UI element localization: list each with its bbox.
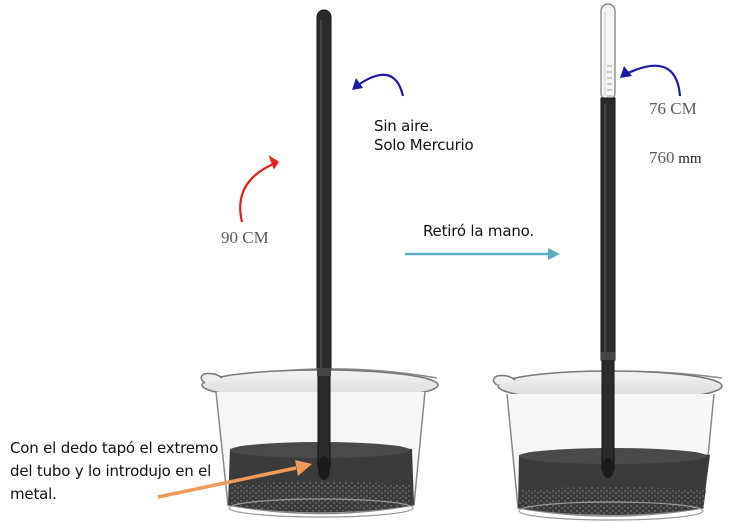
label-height-right-cm: 76 CM (649, 99, 697, 118)
blue-curved-arrow-right (620, 64, 682, 97)
mm-value: 760 (649, 148, 675, 167)
instruction-line3: metal. (10, 485, 57, 503)
instruction-line2: del tubo y lo introdujo en el (10, 462, 212, 480)
blue-curved-arrow-left (352, 73, 405, 97)
label-height-right-mm: 760 mm (649, 148, 702, 168)
mm-unit: mm (678, 151, 702, 167)
label-no-air-line1: Sin aire. (374, 117, 434, 135)
left-tube (316, 9, 332, 480)
right-tube (600, 3, 616, 478)
orange-arrow (157, 460, 312, 499)
instruction-line1: Con el dedo tapó el extremo (10, 439, 219, 457)
label-height-left: 90 CM (221, 228, 269, 247)
label-removed-hand: Retiró la mano. (423, 222, 534, 240)
red-curved-arrow (239, 155, 280, 223)
label-no-air-line2: Solo Mercurio (374, 136, 474, 154)
teal-arrow (405, 248, 560, 260)
